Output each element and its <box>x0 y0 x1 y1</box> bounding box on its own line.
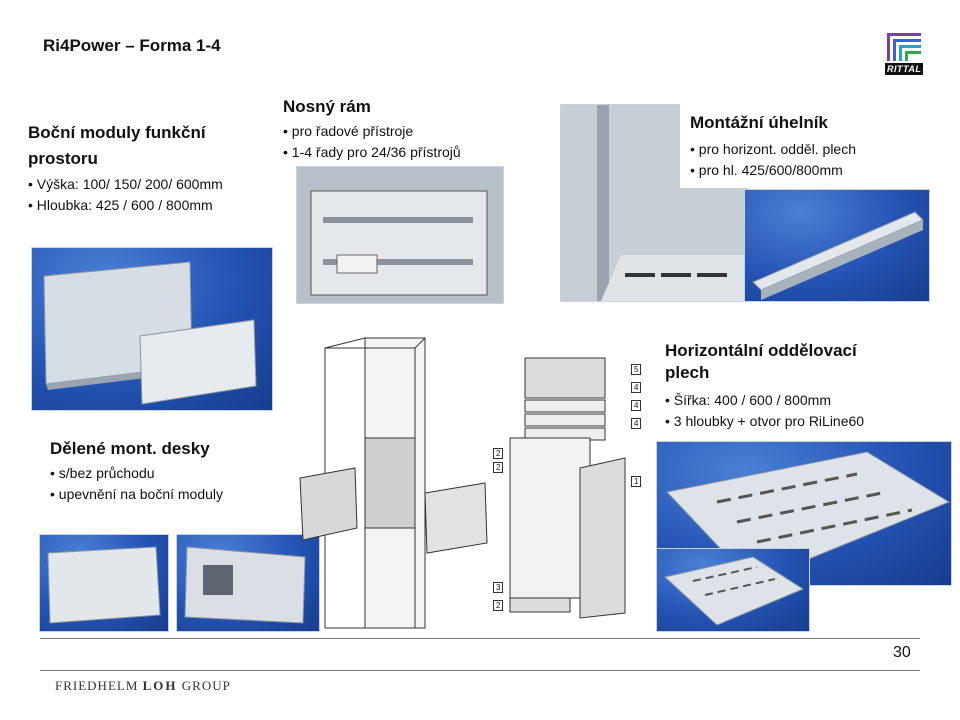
rittal-logo-icon <box>885 33 923 75</box>
list-item: • pro hl. 425/600/800mm <box>690 162 843 178</box>
separator-plate-small-photo <box>656 548 810 632</box>
diagram-label: 1 <box>631 476 642 487</box>
diagram-label: 4 <box>631 382 642 393</box>
list-item: • 3 hloubky + otvor pro RiLine60 <box>665 413 865 429</box>
diagram-label: 5 <box>631 364 642 375</box>
list-item: • s/bez průchodu <box>50 465 155 481</box>
horiz-list: • Šířka: 400 / 600 / 800mm • 3 hloubky +… <box>665 390 864 432</box>
divided-plate-cutout-photo <box>176 534 320 632</box>
frame-list: • pro řadové přístroje • 1-4 řady pro 24… <box>283 121 461 163</box>
mounting-frame-photo <box>296 166 504 304</box>
diagram-label: 4 <box>631 418 642 429</box>
side-list: • Výška: 100/ 150/ 200/ 600mm • Hloubka:… <box>28 174 223 216</box>
side-heading: Boční moduly funkční prostoru <box>28 123 206 168</box>
rittal-logo: RITTAL <box>884 30 924 80</box>
diagram-label: 2 <box>493 462 504 473</box>
diagram-label: 3 <box>493 582 504 593</box>
footer-divider-bottom <box>40 670 920 671</box>
list-item: • Hloubka: 425 / 600 / 800mm <box>28 197 213 213</box>
list-item: • pro horizont. odděl. plech <box>690 141 857 157</box>
frame-heading: Nosný rám <box>283 97 371 116</box>
list-item: • Šířka: 400 / 600 / 800mm <box>665 392 831 408</box>
page-title: Ri4Power – Forma 1-4 <box>43 36 221 55</box>
list-item: • upevnění na boční moduly <box>50 486 224 502</box>
side-module-photo <box>31 247 273 411</box>
diagram-label: 2 <box>493 448 504 459</box>
list-item: • Výška: 100/ 150/ 200/ 600mm <box>28 176 223 192</box>
list-item: • pro řadové přístroje <box>283 123 414 139</box>
mounting-bracket-photo <box>744 189 930 302</box>
diagram-label: 4 <box>631 400 642 411</box>
page-number: 30 <box>893 644 911 661</box>
divided-heading: Dělené mont. desky <box>50 439 210 458</box>
bracket-heading: Montážní úhelník <box>690 113 828 132</box>
bracket-textbox <box>680 104 920 188</box>
divided-plate-photo <box>39 534 169 632</box>
list-item: • 1-4 řady pro 24/36 přístrojů <box>283 144 461 160</box>
footer-divider-top <box>40 638 920 639</box>
company-footer: FRIEDHELM LOH GROUP <box>55 678 231 693</box>
diagram-label: 2 <box>493 600 504 611</box>
logo-text: RITTAL <box>887 64 922 74</box>
cabinet-assembly-diagram: 5 4 4 4 2 2 1 3 2 <box>295 318 665 638</box>
horiz-heading: Horizontální oddělovací plech <box>665 341 857 382</box>
divided-list: • s/bez průchodu • upevnění na boční mod… <box>50 463 223 505</box>
bracket-list: • pro horizont. odděl. plech • pro hl. 4… <box>690 139 856 181</box>
